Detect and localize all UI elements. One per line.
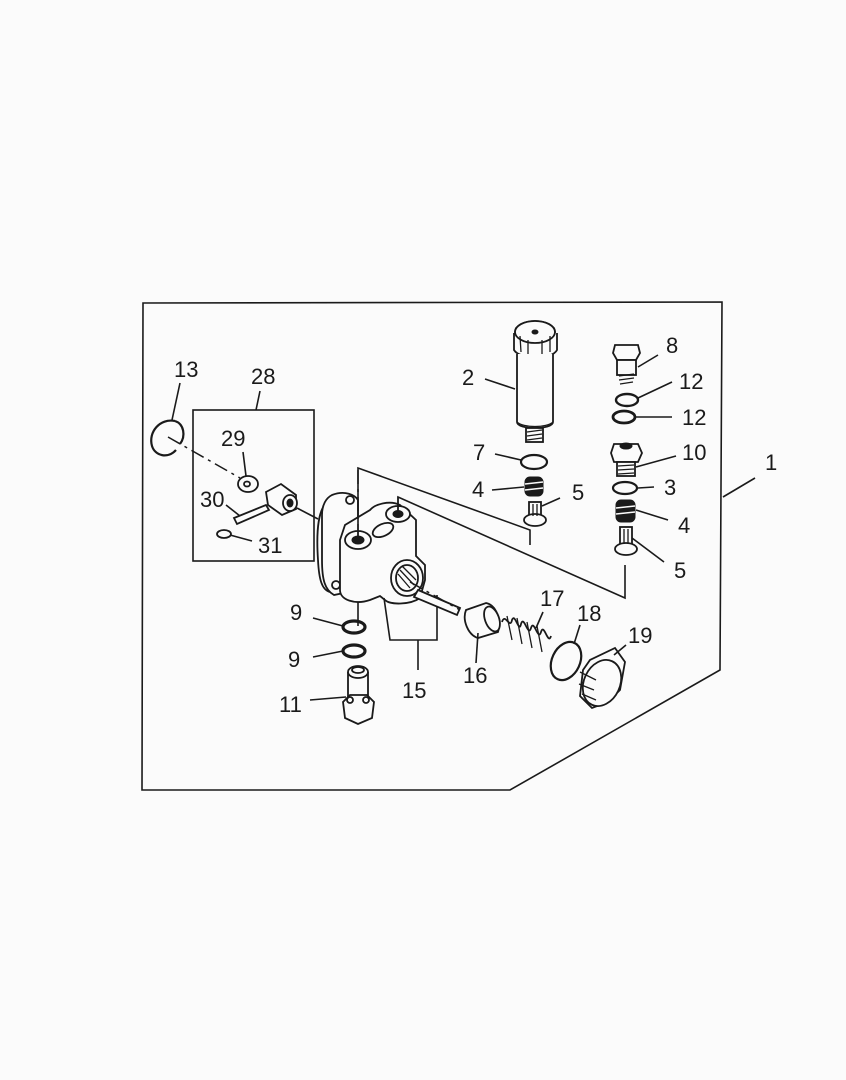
priming-pump-icon bbox=[513, 320, 558, 443]
callout-29: 29 bbox=[221, 426, 245, 451]
callout-9-upper: 9 bbox=[290, 600, 302, 625]
gasket-3-icon bbox=[611, 480, 639, 496]
eye-bolt-8-icon bbox=[612, 344, 641, 385]
callout-19: 19 bbox=[628, 623, 652, 648]
pin-icon bbox=[232, 503, 271, 526]
callout-5-left: 5 bbox=[572, 480, 584, 505]
callout-13: 13 bbox=[174, 357, 198, 382]
callout-1: 1 bbox=[765, 450, 777, 475]
callout-3: 3 bbox=[664, 475, 676, 500]
tappet-icon bbox=[265, 482, 298, 517]
washer-9-upper-icon bbox=[341, 619, 367, 635]
valve-5-left-icon bbox=[523, 501, 547, 527]
plug-10-icon bbox=[610, 442, 643, 477]
pump-housing-icon bbox=[316, 492, 426, 605]
washer-12-upper-icon bbox=[614, 392, 640, 408]
gasket-18-icon bbox=[549, 640, 583, 682]
callout-28: 28 bbox=[251, 364, 275, 389]
piston-icon bbox=[463, 602, 501, 639]
callout-4-right: 4 bbox=[678, 513, 690, 538]
small-pin-icon bbox=[216, 529, 232, 539]
roller-icon bbox=[237, 475, 259, 493]
valve-5-right-icon bbox=[614, 526, 638, 556]
callout-9-lower: 9 bbox=[288, 647, 300, 672]
callout-12-upper: 12 bbox=[679, 369, 703, 394]
spring-4-left-icon bbox=[524, 476, 544, 497]
callout-12-lower: 12 bbox=[682, 405, 706, 430]
callout-8: 8 bbox=[666, 333, 678, 358]
callout-16: 16 bbox=[463, 663, 487, 688]
callout-30: 30 bbox=[200, 487, 224, 512]
callout-15: 15 bbox=[402, 678, 426, 703]
callout-5-right: 5 bbox=[674, 558, 686, 583]
callout-31: 31 bbox=[258, 533, 282, 558]
callout-17: 17 bbox=[540, 586, 564, 611]
callout-10: 10 bbox=[682, 440, 706, 465]
callout-7: 7 bbox=[473, 440, 485, 465]
tappet-subassembly-box bbox=[192, 409, 315, 562]
callout-2: 2 bbox=[462, 365, 474, 390]
eye-bolt-11-icon bbox=[342, 665, 375, 725]
callout-4-left: 4 bbox=[472, 477, 484, 502]
spring-4-right-icon bbox=[615, 499, 636, 523]
callout-11: 11 bbox=[279, 692, 302, 717]
washer-9-lower-icon bbox=[341, 643, 367, 659]
spring-icon bbox=[501, 615, 552, 653]
callout-18: 18 bbox=[577, 601, 601, 626]
assembly-frame bbox=[141, 301, 723, 791]
snap-ring-icon bbox=[150, 419, 185, 457]
plug-19-icon bbox=[578, 646, 626, 710]
gasket-7-icon bbox=[519, 453, 549, 471]
washer-12-lower-icon bbox=[611, 409, 637, 425]
